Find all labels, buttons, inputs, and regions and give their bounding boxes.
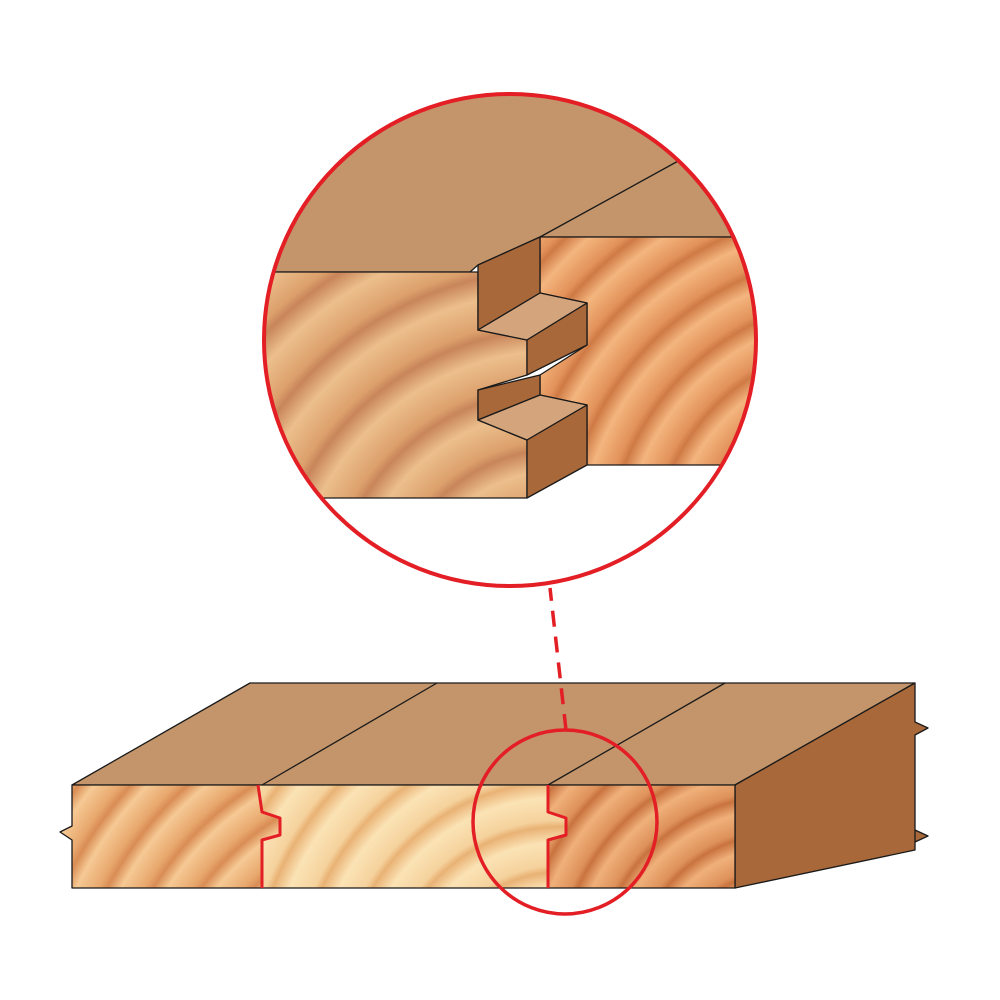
board-seam-2 <box>547 682 726 786</box>
board-right-side <box>734 682 929 889</box>
board-front-middle <box>257 784 567 889</box>
joint-profile-2 <box>546 785 568 888</box>
magnified-joint-detail <box>264 94 756 586</box>
joint-profile-1 <box>256 784 282 888</box>
board-seam-1 <box>261 682 438 786</box>
callout-dashed-line <box>548 587 568 731</box>
detail-tongue-side-upper <box>526 302 588 376</box>
floor-board-assembly <box>59 682 929 889</box>
detail-tongue-side-lower <box>526 404 588 499</box>
large-magnify-circle <box>262 92 758 588</box>
board-front-left <box>59 784 281 889</box>
